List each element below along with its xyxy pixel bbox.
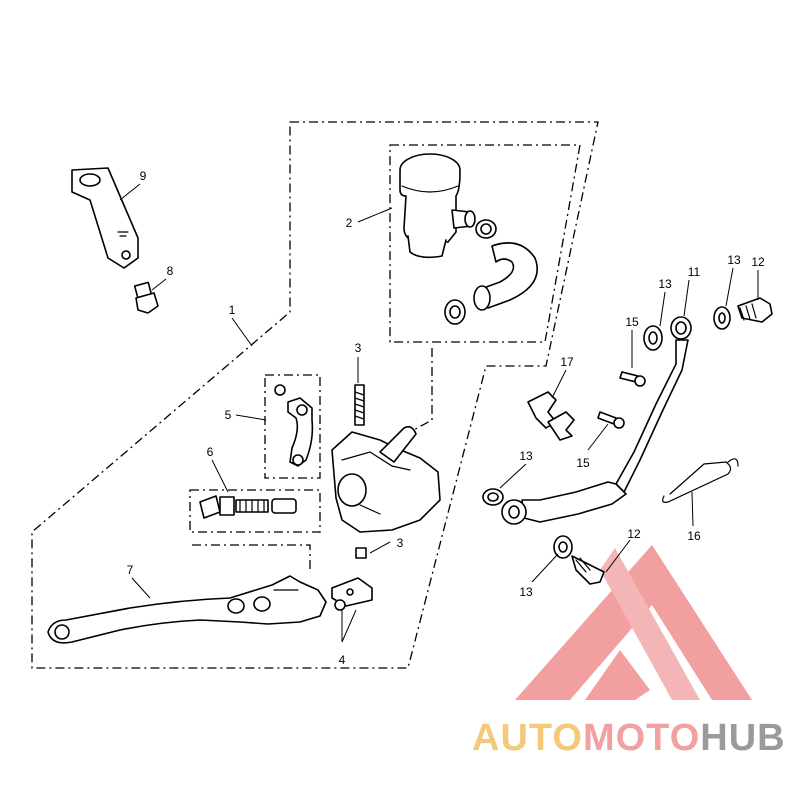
- callout-8: 8: [167, 264, 174, 278]
- automotohub-wordmark: AUTOMOTOHUB: [472, 717, 786, 759]
- callout-1: 1: [229, 303, 236, 317]
- callout-12-top: 12: [751, 255, 765, 269]
- part-5-clamp: [274, 384, 314, 467]
- wordmark-moto: MOTO: [583, 717, 700, 759]
- callout-numbers: 1 2 3 3 4 5 6 7 8 9 11 12 12 13 13 13 13…: [127, 169, 765, 667]
- part-6-piston: [199, 495, 297, 519]
- callout-15-top: 15: [625, 315, 639, 329]
- part-9-bracket: [71, 167, 139, 269]
- leader-lines: [119, 183, 759, 643]
- callout-9: 9: [140, 169, 147, 183]
- group-boundaries: [31, 121, 599, 669]
- part-8-bolt: [133, 281, 159, 314]
- wordmark-hub: HUB: [700, 717, 785, 759]
- callout-12-bottom: 12: [627, 527, 641, 541]
- callout-13-left: 13: [519, 449, 533, 463]
- part-1-master-cylinder: [331, 426, 441, 559]
- callout-2: 2: [346, 216, 353, 230]
- callout-11: 11: [688, 265, 701, 279]
- callout-16: 16: [687, 529, 701, 543]
- callout-7: 7: [127, 563, 134, 577]
- callout-6: 6: [207, 445, 214, 459]
- callout-13-bottom: 13: [519, 585, 533, 599]
- automotohub-logo: [515, 545, 752, 700]
- part-16-wire-clip: [662, 458, 739, 503]
- assembly-1-boundary: [31, 121, 599, 669]
- reservoir-2-boundary: [389, 144, 581, 343]
- callout-13-hose: 13: [658, 277, 672, 291]
- part-7-lever: [47, 575, 327, 644]
- part-2-hose-assembly: [444, 219, 538, 325]
- part-15-screws: [597, 371, 646, 429]
- callout-3-bottom: 3: [397, 536, 404, 550]
- part-13-washers: [482, 306, 731, 559]
- callout-3-top: 3: [355, 341, 362, 355]
- clamp-5-boundary: [264, 374, 321, 479]
- part-3-screw-top: [354, 384, 365, 426]
- part-4-pivot: [331, 577, 373, 611]
- part-12-banjo-bolts: [571, 297, 773, 585]
- svg-text:AUTOMOTOHUB: AUTOMOTOHUB: [472, 717, 786, 759]
- part-17-hose-clips: [527, 391, 575, 441]
- part-11-brake-hose: [501, 316, 692, 525]
- logo-inner-triangle: [600, 548, 700, 700]
- reservoir-link-line: [409, 348, 433, 433]
- callout-17: 17: [560, 355, 574, 369]
- piston-link-line: [192, 544, 311, 570]
- piston-6-boundary: [189, 489, 321, 533]
- callout-15-bottom: 15: [576, 456, 590, 470]
- wordmark-auto: AUTO: [472, 717, 583, 759]
- part-2-reservoir: [399, 153, 476, 259]
- callout-4: 4: [339, 653, 346, 667]
- callout-5: 5: [225, 408, 232, 422]
- callout-13-right: 13: [727, 253, 741, 267]
